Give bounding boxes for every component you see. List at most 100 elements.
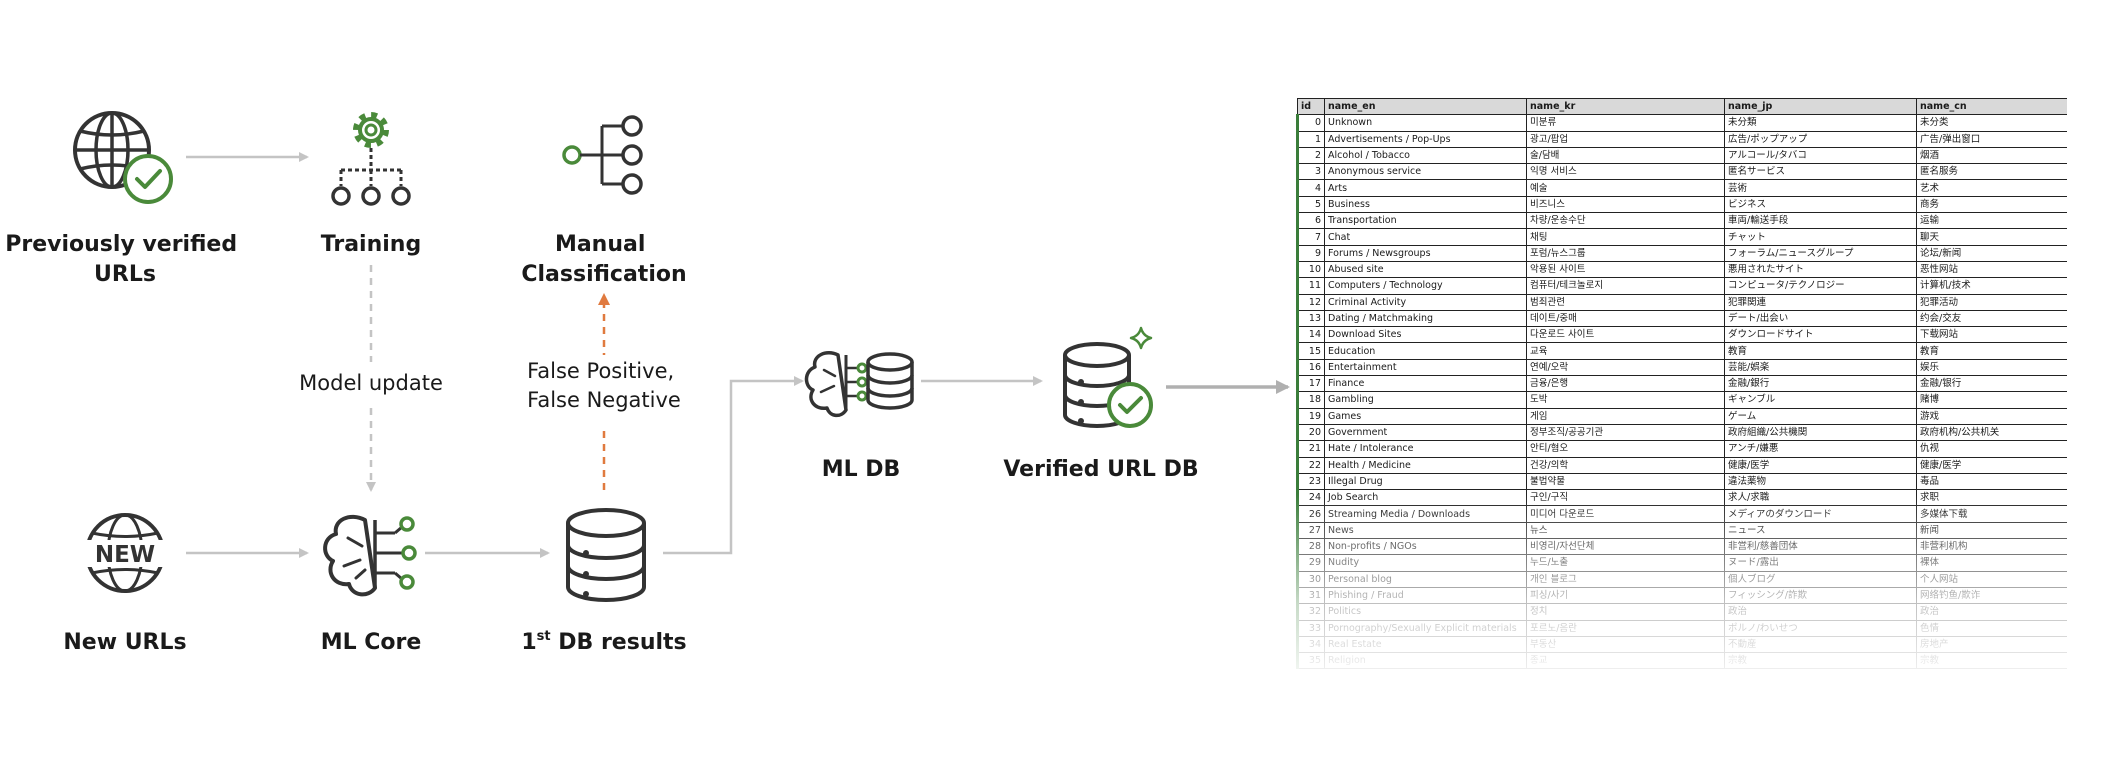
node-label-db-results: 1st DB results bbox=[521, 629, 686, 655]
table-cell-id: 11 bbox=[1296, 277, 1325, 295]
table-cell-name-jp: 政府組織/公共機関 bbox=[1724, 423, 1917, 442]
table-cell-id: 1 bbox=[1296, 130, 1325, 148]
gear-hierarchy-icon bbox=[331, 112, 411, 206]
table-cell-name-kr: 데이트/중매 bbox=[1526, 309, 1725, 328]
column-header-name-jp: name_jp bbox=[1724, 98, 1917, 116]
table-cell-name-kr: 예술 bbox=[1526, 179, 1725, 197]
table-cell-name-cn: 犯罪活动 bbox=[1916, 293, 2067, 311]
table-cell-name-cn: 计算机/技术 bbox=[1916, 277, 2067, 295]
table-fade-overlay bbox=[1296, 494, 2067, 694]
table-cell-name-en: Gambling bbox=[1324, 391, 1527, 409]
table-cell-name-en: Alcohol / Tobacco bbox=[1324, 146, 1527, 165]
table-cell-id: 10 bbox=[1296, 260, 1325, 279]
node-label-previously-verified-line2: URLs bbox=[94, 262, 156, 287]
table-cell-name-cn: 烟酒 bbox=[1916, 146, 2067, 165]
node-label-new-urls: New URLs bbox=[63, 630, 186, 655]
sparkle-icon bbox=[1129, 326, 1153, 350]
db-results-text: DB results bbox=[551, 630, 687, 655]
table-cell-id: 9 bbox=[1296, 244, 1325, 262]
table-cell-name-en: Illegal Drug bbox=[1324, 472, 1527, 491]
table-cell-name-cn: 商务 bbox=[1916, 195, 2067, 214]
table-cell-name-jp: チャット bbox=[1724, 228, 1917, 246]
table-cell-name-jp: デート/出会い bbox=[1724, 309, 1917, 328]
table-cell-id: 18 bbox=[1296, 391, 1325, 409]
node-label-verified-url-db: Verified URL DB bbox=[1003, 457, 1198, 482]
table-cell-name-kr: 미분류 bbox=[1526, 114, 1725, 132]
db-results-superscript: st bbox=[537, 629, 551, 644]
verified-database-icon bbox=[1063, 326, 1153, 428]
table-cell-name-kr: 광고/팝업 bbox=[1526, 130, 1725, 148]
node-label-previously-verified: Previously verified URLs bbox=[5, 232, 245, 287]
table-cell-id: 22 bbox=[1296, 456, 1325, 474]
table-cell-name-cn: 政府机构/公共机关 bbox=[1916, 423, 2067, 442]
table-cell-name-jp: 犯罪関連 bbox=[1724, 293, 1917, 311]
table-cell-name-kr: 포럼/뉴스그룹 bbox=[1526, 244, 1725, 262]
classification-tree-icon bbox=[562, 115, 643, 195]
table-cell-name-en: Chat bbox=[1324, 228, 1527, 246]
table-cell-name-jp: 車両/輸送手段 bbox=[1724, 212, 1917, 230]
column-header-name-cn: name_cn bbox=[1916, 98, 2067, 116]
table-cell-name-cn: 广告/弹出窗口 bbox=[1916, 130, 2067, 148]
table-cell-name-cn: 恶性网站 bbox=[1916, 260, 2067, 279]
table-cell-name-kr: 컴퓨터/테크놀로지 bbox=[1526, 277, 1725, 295]
table-cell-name-cn: 匿名服务 bbox=[1916, 163, 2067, 181]
brain-database-icon bbox=[804, 351, 914, 418]
table-cell-name-jp: 匿名サービス bbox=[1724, 163, 1917, 181]
table-cell-name-cn: 教育 bbox=[1916, 342, 2067, 360]
table-cell-id: 4 bbox=[1296, 179, 1325, 197]
table-cell-name-cn: 下载网站 bbox=[1916, 326, 2067, 344]
table-cell-name-en: Government bbox=[1324, 423, 1527, 442]
table-cell-name-en: Advertisements / Pop-Ups bbox=[1324, 130, 1527, 148]
db-results-number: 1 bbox=[521, 630, 536, 655]
arrow-dbresults-to-mldb bbox=[663, 376, 804, 555]
table-cell-name-en: Dating / Matchmaking bbox=[1324, 309, 1527, 328]
table-cell-name-en: Criminal Activity bbox=[1324, 293, 1527, 311]
table-cell-name-jp: 悪用されたサイト bbox=[1724, 260, 1917, 279]
table-cell-name-en: Arts bbox=[1324, 179, 1527, 197]
table-cell-name-en: Unknown bbox=[1324, 114, 1527, 132]
table-cell-name-kr: 차량/운송수단 bbox=[1526, 212, 1725, 230]
table-cell-name-cn: 游戏 bbox=[1916, 407, 2067, 425]
table-cell-name-cn: 毒品 bbox=[1916, 472, 2067, 491]
table-cell-name-jp: 教育 bbox=[1724, 342, 1917, 360]
table-cell-name-jp: 健康/医学 bbox=[1724, 456, 1917, 474]
brain-network-icon bbox=[323, 514, 417, 597]
table-cell-id: 0 bbox=[1296, 114, 1325, 132]
table-cell-name-en: Computers / Technology bbox=[1324, 277, 1527, 295]
table-cell-name-cn: 未分类 bbox=[1916, 114, 2067, 132]
table-cell-name-jp: 広告/ポップアップ bbox=[1724, 130, 1917, 148]
table-cell-name-en: Health / Medicine bbox=[1324, 456, 1527, 474]
table-cell-name-kr: 게임 bbox=[1526, 407, 1725, 425]
table-cell-name-kr: 채팅 bbox=[1526, 228, 1725, 246]
table-cell-name-cn: 赌博 bbox=[1916, 391, 2067, 409]
table-cell-name-en: Anonymous service bbox=[1324, 163, 1527, 181]
table-cell-name-cn: 运输 bbox=[1916, 212, 2067, 230]
table-cell-name-kr: 안티/혐오 bbox=[1526, 440, 1725, 458]
edge-label-model-update: Model update bbox=[299, 371, 443, 395]
new-globe-icon: NEW bbox=[84, 513, 166, 593]
globe-check-icon bbox=[73, 111, 173, 204]
table-cell-name-kr: 비즈니스 bbox=[1526, 195, 1725, 214]
table-cell-name-kr: 술/담배 bbox=[1526, 146, 1725, 165]
node-label-ml-db: ML DB bbox=[822, 457, 901, 482]
table-cell-name-en: Abused site bbox=[1324, 260, 1527, 279]
column-header-name-en: name_en bbox=[1324, 98, 1527, 116]
table-cell-id: 21 bbox=[1296, 440, 1325, 458]
